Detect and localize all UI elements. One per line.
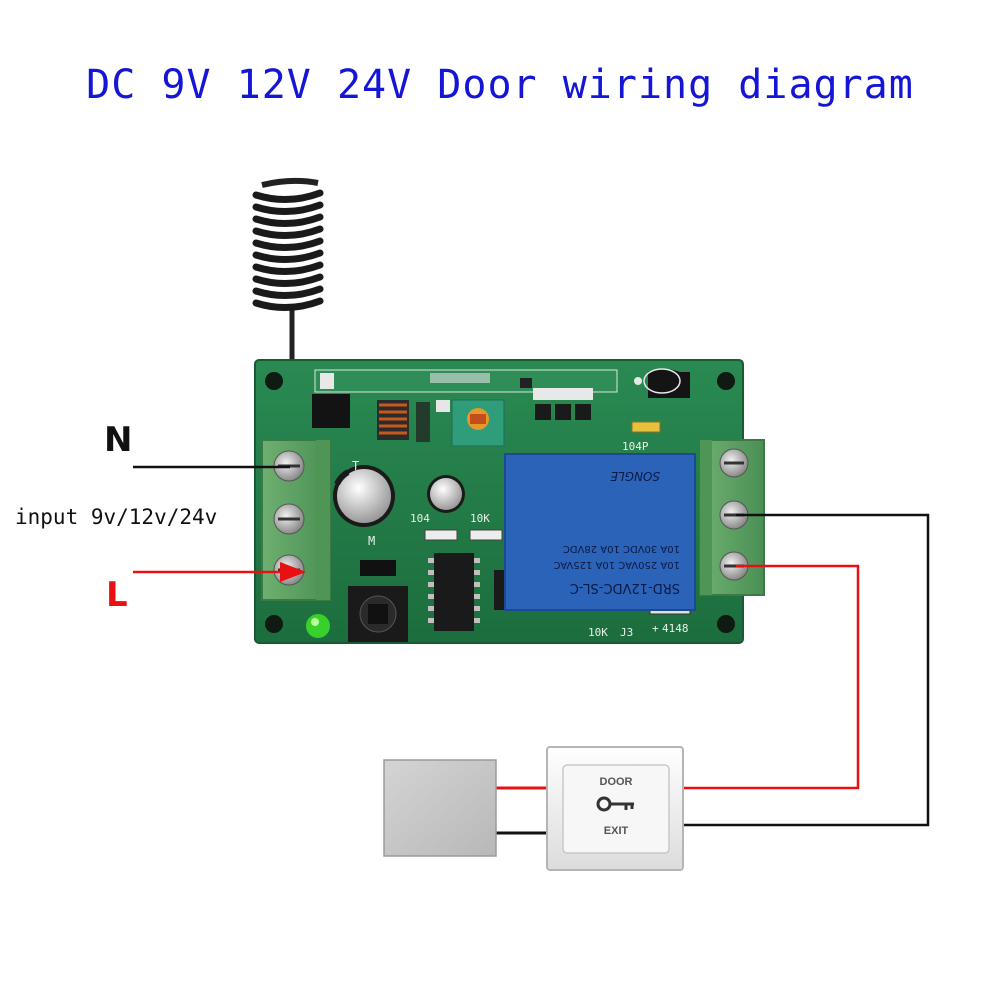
relay-rating-2: 10A 30VDC 10A 28VDC xyxy=(563,543,680,554)
marking-104p: 104P xyxy=(622,440,649,453)
marking-plus: + xyxy=(652,622,659,635)
terminal-screw-mid xyxy=(273,503,305,535)
red-output-wire xyxy=(683,564,860,790)
antenna-coil xyxy=(252,177,324,395)
input-voltage-label: input 9v/12v/24v xyxy=(15,505,218,529)
live-label: L xyxy=(106,575,128,615)
left-terminal-block xyxy=(261,439,331,601)
marking-10k-b: 10K xyxy=(588,626,608,639)
exit-button-top-text: DOOR xyxy=(600,776,633,788)
marking-10k-a: 10K xyxy=(470,512,490,525)
terminal-screw-nc xyxy=(719,448,749,478)
marking-t: T xyxy=(352,459,359,473)
marking-4148: 4148 xyxy=(662,622,689,635)
relay-model: SRD-12VDC-SL-C xyxy=(570,580,680,595)
output-wires xyxy=(496,513,930,835)
door-lock-box xyxy=(383,759,497,857)
exit-button-plate: DOOR EXIT xyxy=(546,746,684,871)
black-output-wire xyxy=(683,513,930,827)
diagram-title: DC 9V 12V 24V Door wiring diagram xyxy=(86,62,914,108)
neutral-label: N xyxy=(104,420,133,460)
input-wires xyxy=(133,465,306,582)
relay-brand: SONGLE xyxy=(610,469,660,483)
marking-104: 104 xyxy=(410,512,430,525)
marking-j3: J3 xyxy=(620,626,633,639)
exit-button-bottom-text: EXIT xyxy=(604,825,629,837)
live-wire-arrow xyxy=(280,562,306,582)
relay: SRD-12VDC-SL-C 10A 250VAC 10A 125VAC 10A… xyxy=(504,453,696,611)
key-icon xyxy=(596,796,634,812)
marking-m: M xyxy=(368,534,375,548)
right-terminal-block xyxy=(699,439,765,596)
relay-rating-1: 10A 250VAC 10A 125VAC xyxy=(553,559,680,570)
